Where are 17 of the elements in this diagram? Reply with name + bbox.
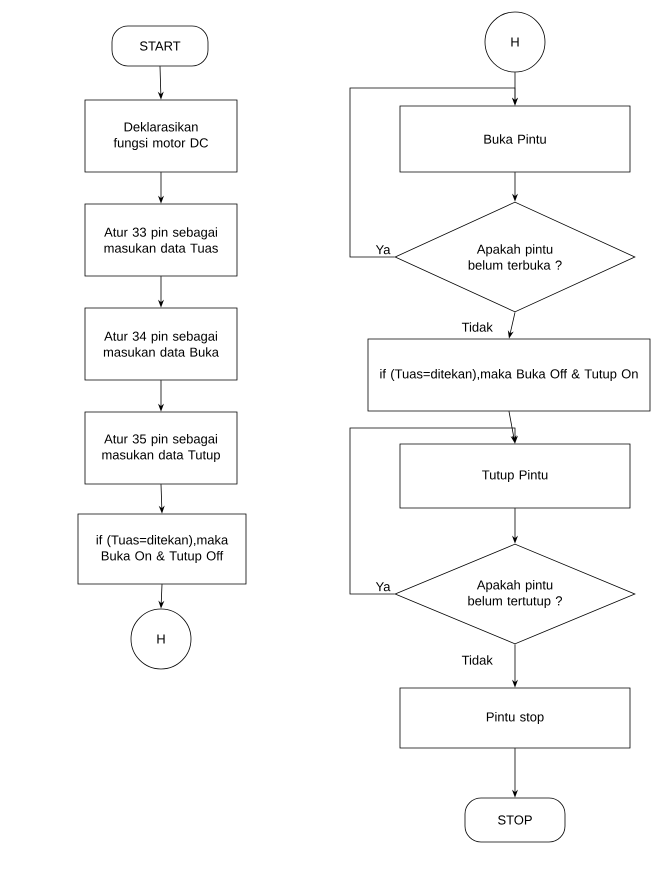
process-box: if (Tuas=ditekan),maka Buka Off & Tutup On [368, 338, 650, 412]
process-box: Tutup Pintu [400, 444, 630, 508]
process-box: if (Tuas=ditekan),maka Buka On & Tutup Off [78, 514, 246, 584]
process-box: Buka Pintu [400, 106, 630, 172]
process-box: Pintu stop [400, 688, 630, 748]
process-box: Deklarasikan fungsi motor DC [84, 100, 238, 172]
process-box: Atur 33 pin sebagai masukan data Tuas [84, 204, 238, 276]
arrow [350, 428, 518, 594]
edge-label: Ya [374, 581, 392, 592]
terminal-box: START [112, 26, 208, 66]
edge-label: Tidak [460, 654, 494, 666]
edge-label: Ya [374, 244, 392, 256]
process-box: Atur 35 pin sebagai masukan data Tutup [84, 412, 238, 484]
process-box: Atur 34 pin sebagai masukan data Buka [84, 308, 238, 380]
terminal-box: STOP [464, 798, 566, 842]
arrow [350, 88, 518, 258]
edge-label: Tidak [460, 321, 494, 333]
